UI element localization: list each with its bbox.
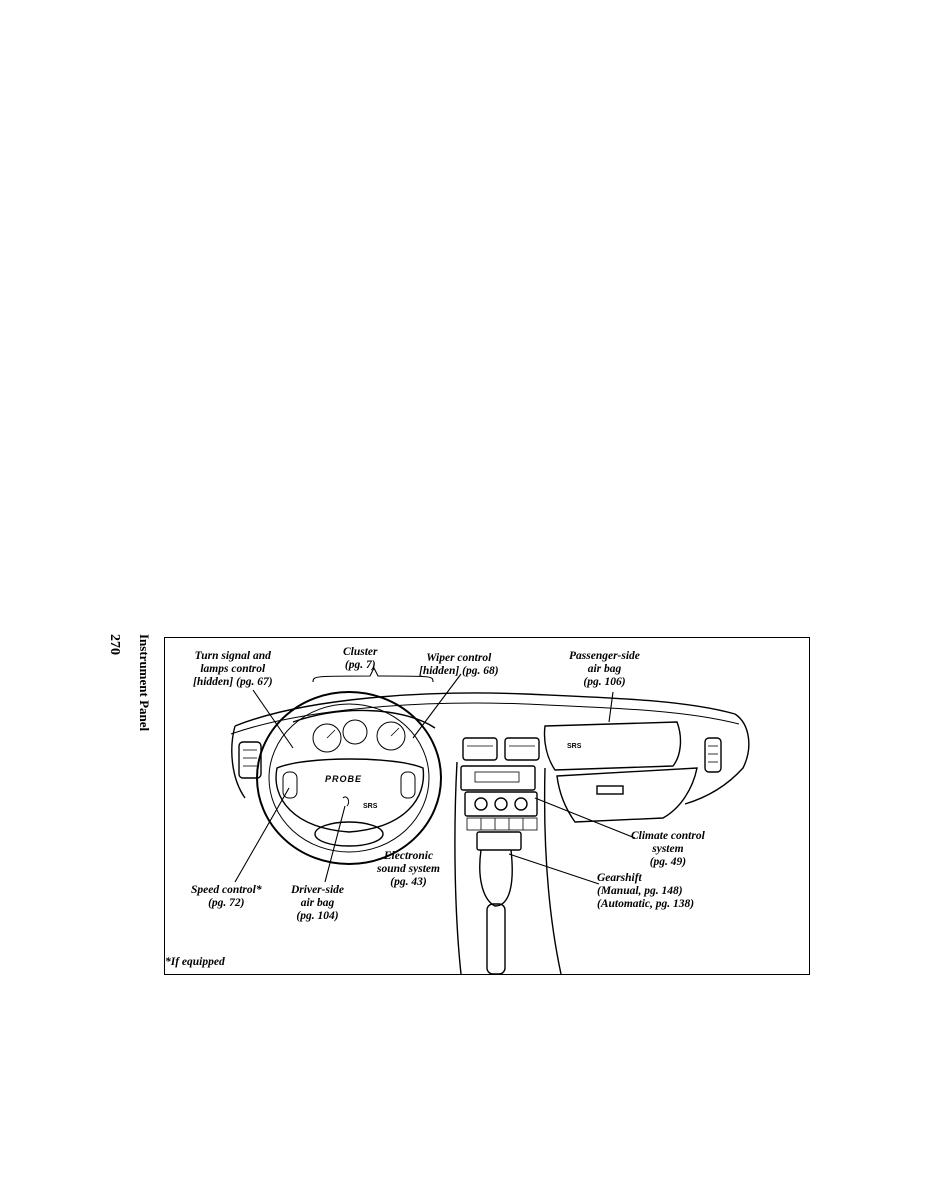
right-vent [704,737,722,773]
dashboard-top-outline [234,692,736,727]
callout-wiper: Wiper control [hidden] (pg. 68) [419,652,499,677]
callout-speed-control: Speed control* (pg. 72) [191,884,262,909]
instrument-panel-figure: SRS PROBE SRS [164,637,810,975]
callout-leaders [234,666,636,885]
left-vent [238,741,262,779]
center-stack [460,765,538,851]
passenger-airbag-panel: SRS [543,721,682,771]
page-number: 270 [107,634,122,655]
center-vents [462,737,540,761]
section-title: Instrument Panel [137,634,152,732]
driver-srs-label: SRS [363,803,378,810]
callout-turn-signal: Turn signal and lamps control [hidden] (… [193,650,273,688]
steering-wheel: PROBE SRS [256,691,442,865]
passenger-srs-label: SRS [567,743,582,750]
instrument-cluster [292,709,436,753]
callout-cluster: Cluster (pg. 7) [343,646,378,671]
dashboard-drawing: SRS PROBE SRS [230,666,750,974]
callout-climate: Climate control system (pg. 49) [631,830,705,868]
footnote: *If equipped [165,956,225,968]
callout-sound: Electronic sound system (pg. 43) [377,850,440,888]
callout-driver-airbag: Driver-side air bag (pg. 104) [291,884,345,922]
glove-box [556,767,698,823]
callout-gearshift: Gearshift (Manual, pg. 148) (Automatic, … [597,872,695,910]
wheel-logo: PROBE [325,774,362,784]
callout-passenger-airbag: Passenger-side air bag (pg. 106) [569,650,640,688]
center-console [454,761,562,974]
